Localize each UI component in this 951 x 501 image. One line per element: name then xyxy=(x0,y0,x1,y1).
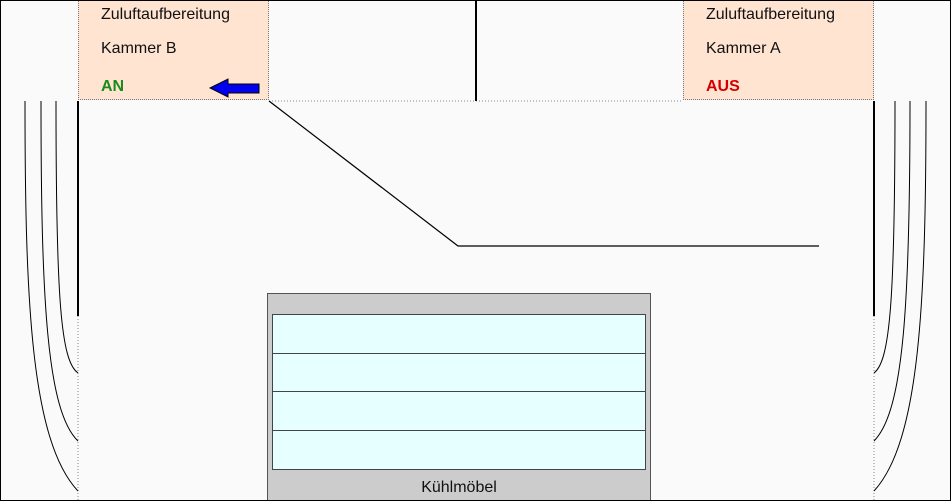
chamber-b-name: Kammer B xyxy=(101,40,177,57)
cabinet-shelves xyxy=(272,314,646,470)
cabinet-label: Kühlmöbel xyxy=(421,479,497,496)
arrow-left-icon xyxy=(209,78,260,98)
air-curtain-line xyxy=(268,100,819,247)
left-airstream-3 xyxy=(55,100,79,374)
right-airstream-1 xyxy=(873,100,927,492)
chamber-b-box: Zuluftaufbereitung Kammer B AN xyxy=(78,1,269,100)
cabinet-shelf xyxy=(273,315,645,354)
chamber-b-title: Zuluftaufbereitung xyxy=(101,6,230,23)
cabinet-shelf xyxy=(273,392,645,431)
left-airstream-1 xyxy=(24,100,79,492)
refrigerated-cabinet: Kühlmöbel xyxy=(267,293,651,500)
chamber-a-title: Zuluftaufbereitung xyxy=(706,6,835,23)
right-airstream-2 xyxy=(873,100,911,442)
cabinet-shelf xyxy=(273,430,645,469)
chamber-a-status: AUS xyxy=(706,78,740,95)
chamber-a-name: Kammer A xyxy=(706,40,781,57)
cabinet-shelf xyxy=(273,353,645,392)
left-airstream-2 xyxy=(40,100,79,442)
right-airstream-3 xyxy=(873,100,896,374)
chamber-b-status: AN xyxy=(101,78,125,95)
chamber-a-box: Zuluftaufbereitung Kammer A AUS xyxy=(683,1,874,100)
